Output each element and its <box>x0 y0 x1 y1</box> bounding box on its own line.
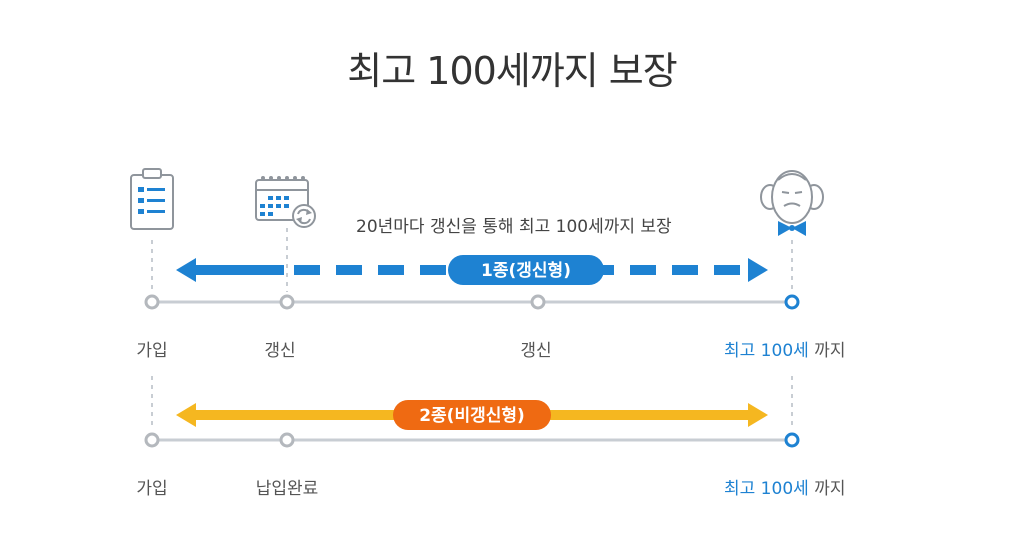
page-title: 최고 100세까지 보장 <box>347 49 677 93</box>
plan1-label-join: 가입 <box>136 341 168 361</box>
plan2-arrow-left-head <box>176 403 196 427</box>
plan2-label-join: 가입 <box>136 479 168 499</box>
plan2-node-join <box>144 432 160 448</box>
vertical-guides <box>151 228 793 430</box>
plan1-label-renew1: 갱신 <box>264 341 296 361</box>
plan1-badge-label: 1종(갱신형) <box>481 260 571 281</box>
calendar-renew-icon <box>255 176 316 228</box>
plan1-label-renew2: 갱신 <box>520 341 552 361</box>
plan2-node-end <box>784 432 800 448</box>
plan2-node-paid <box>279 432 295 448</box>
plan1-node-end <box>784 294 800 310</box>
plan1-label-end-rest: 까지 <box>808 341 846 361</box>
plan1-arrow-left-head <box>176 258 196 282</box>
elderly-man-icon <box>760 170 824 236</box>
plan1-label-end: 최고 100세 까지 <box>724 336 845 361</box>
plan1-arrow-right-head <box>748 258 768 282</box>
clipboard-icon <box>130 168 174 230</box>
plan1-node-renew1 <box>279 294 295 310</box>
plan2-timeline: 2종(비갱신형) <box>144 400 800 448</box>
plan1-timeline: 1종(갱신형) <box>144 255 800 310</box>
plan2-label-end: 최고 100세 까지 <box>724 474 845 499</box>
plan1-node-join <box>144 294 160 310</box>
plan2-label-paid: 납입완료 <box>255 479 319 499</box>
plan2-badge <box>393 400 551 430</box>
plan1-subtitle: 20년마다 갱신을 통해 최고 100세까지 보장 <box>356 217 672 237</box>
plan2-label-end-rest: 까지 <box>808 479 846 499</box>
plan2-label-end-highlight: 최고 100세 <box>724 479 809 499</box>
plan1-node-renew2 <box>530 294 546 310</box>
plan1-label-end-highlight: 최고 100세 <box>724 341 809 361</box>
plan1-badge <box>448 255 604 285</box>
plan2-arrow-right-head <box>748 403 768 427</box>
plan2-badge-label: 2종(비갱신형) <box>419 405 525 426</box>
plan1-arrow-solid <box>194 265 284 275</box>
